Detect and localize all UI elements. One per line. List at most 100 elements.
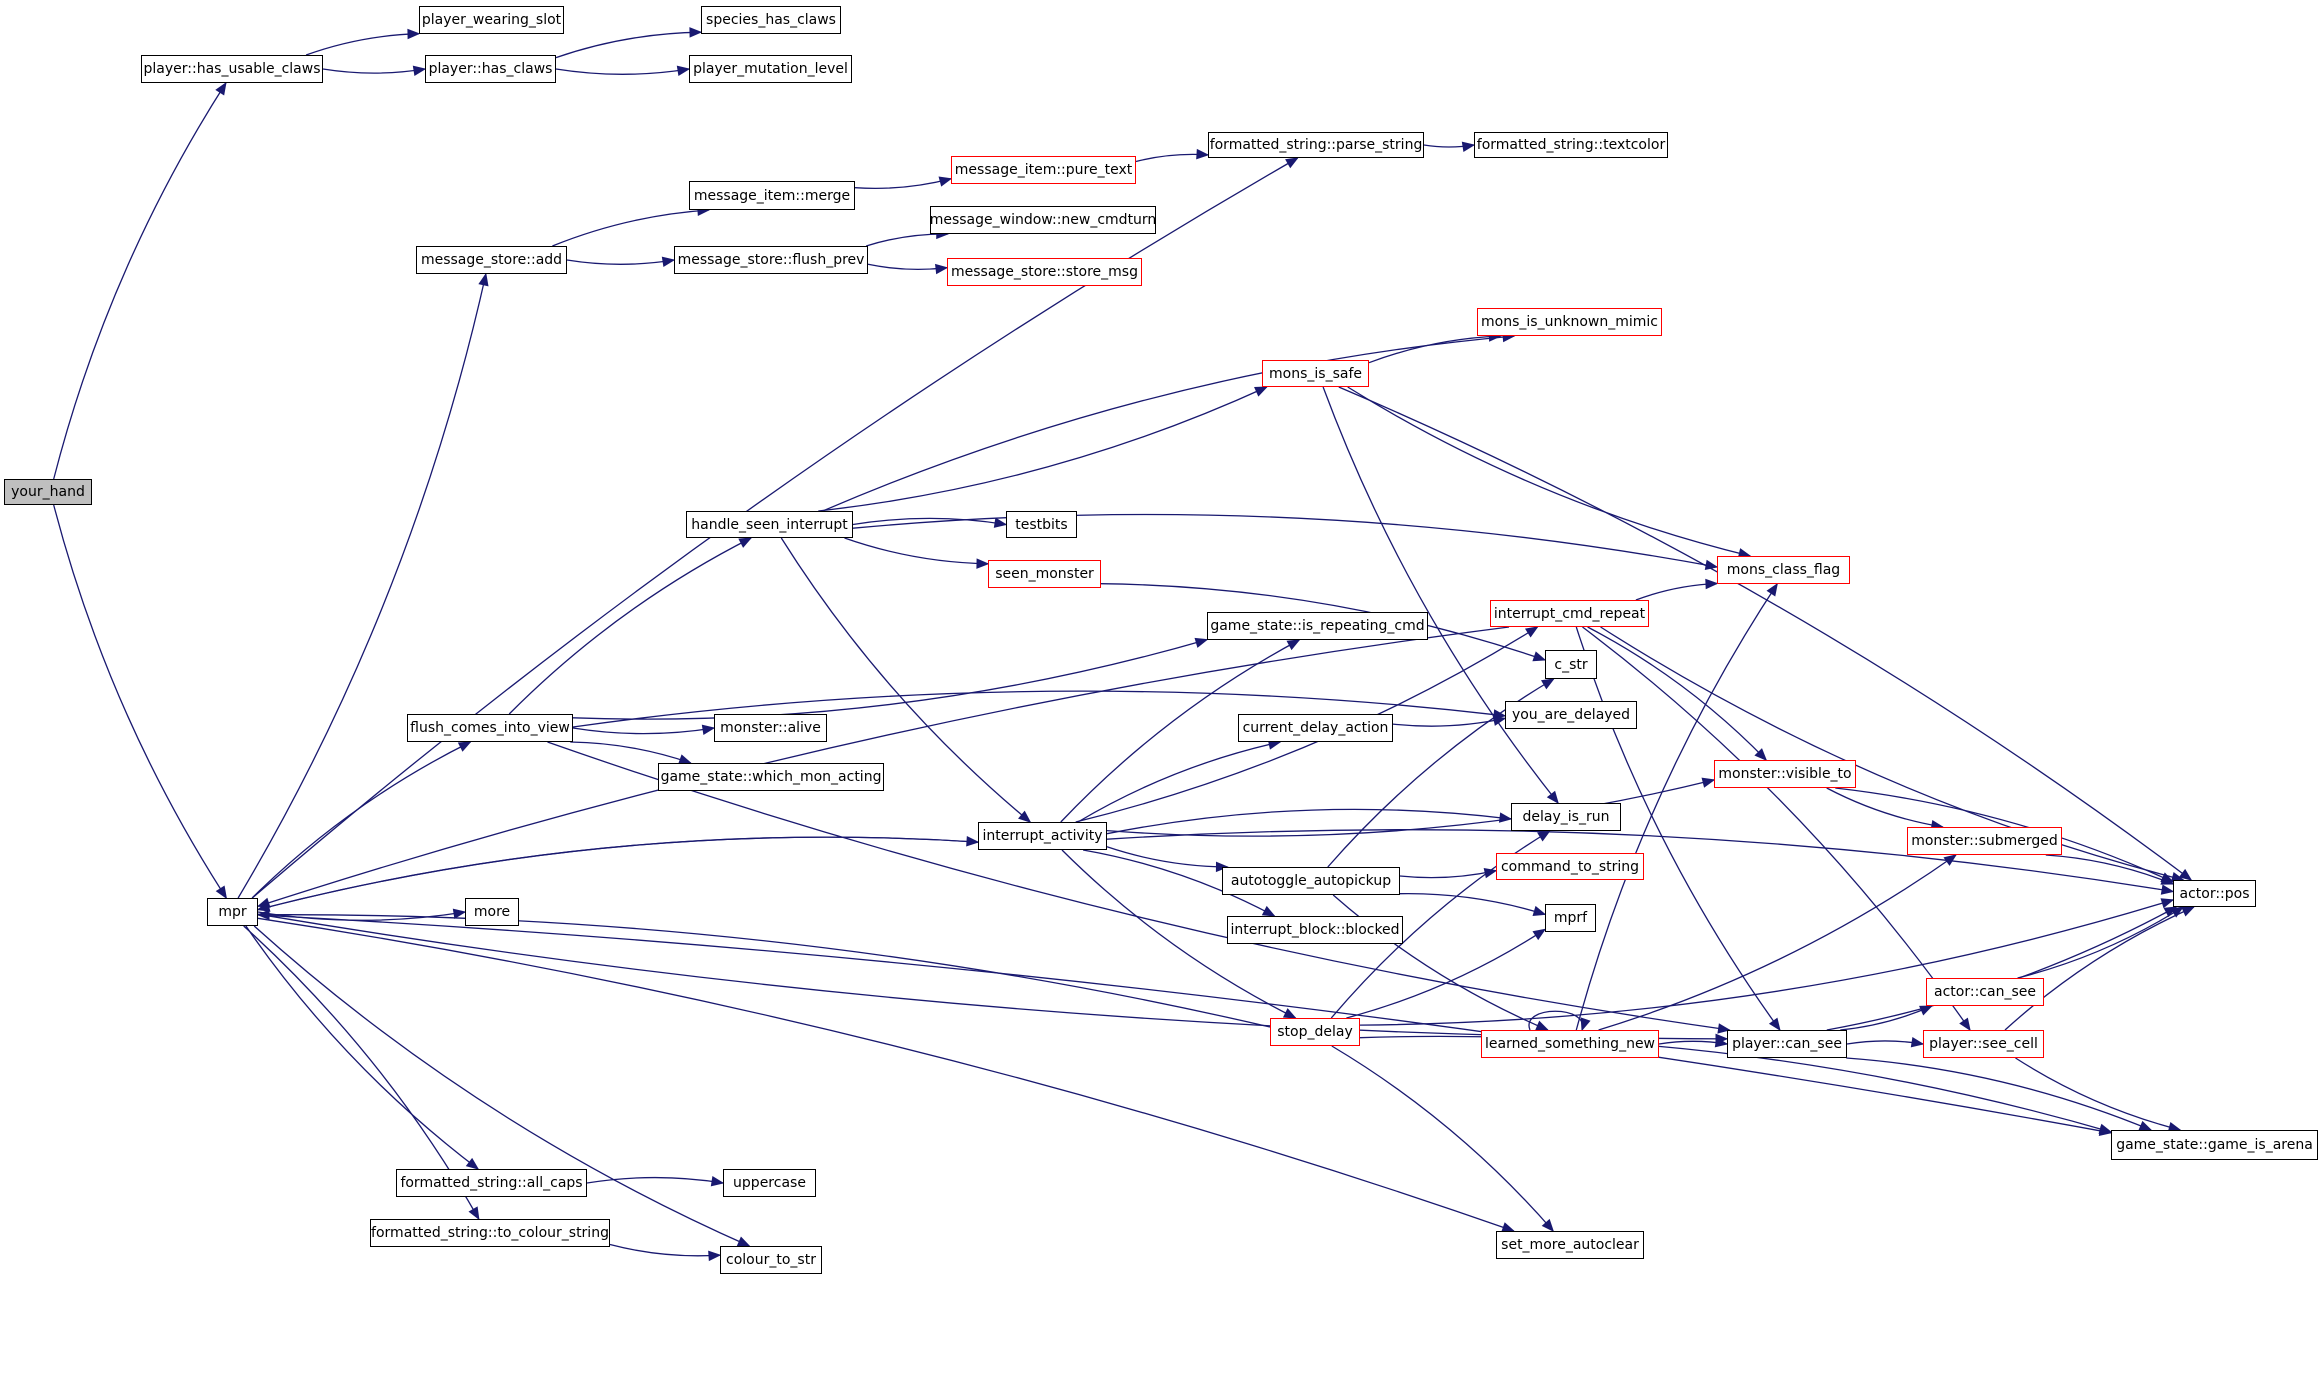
graph-node-flush-prev[interactable]: message_store::flush_prev	[674, 246, 868, 274]
graph-node-store-msg[interactable]: message_store::store_msg	[947, 258, 1142, 286]
node-label: formatted_string::to_colour_string	[371, 1225, 609, 1241]
edge-player-can-see-to-see-cell	[1846, 1036, 1925, 1048]
edge-pure-text-to-parse-string	[1135, 148, 1210, 163]
graph-node-uppercase[interactable]: uppercase	[723, 1169, 816, 1197]
arrowhead-icon	[708, 1250, 722, 1262]
graph-node-c-str[interactable]: c_str	[1545, 650, 1597, 679]
node-label: your_hand	[11, 484, 85, 500]
graph-node-player-mutation-level[interactable]: player_mutation_level	[689, 55, 852, 83]
graph-node-mpr[interactable]: mpr	[207, 898, 258, 926]
graph-node-interrupt-activity[interactable]: interrupt_activity	[978, 822, 1107, 850]
graph-node-learned-something-new[interactable]: learned_something_new	[1481, 1030, 1659, 1058]
edge-flush-prev-to-store-msg	[867, 263, 949, 275]
arrowhead-icon	[256, 901, 271, 912]
graph-node-has-claws[interactable]: player::has_claws	[425, 55, 556, 83]
graph-node-colour-to-str[interactable]: colour_to_str	[720, 1246, 822, 1274]
graph-node-current-delay-action[interactable]: current_delay_action	[1238, 714, 1393, 742]
edge-handle-seen-interrupt-to-mons-is-safe	[818, 386, 1268, 512]
graph-node-to-colour-string[interactable]: formatted_string::to_colour_string	[370, 1219, 610, 1247]
node-label: mons_is_safe	[1269, 365, 1362, 382]
edge-autotoggle-autopickup-to-c-str	[1327, 678, 1555, 868]
arrowhead-icon	[1943, 854, 1957, 866]
arrowhead-icon	[2160, 898, 2175, 909]
graph-node-seen-monster[interactable]: seen_monster	[988, 560, 1101, 588]
graph-node-species-has-claws[interactable]: species_has_claws	[701, 6, 841, 34]
graph-node-store-add[interactable]: message_store::add	[416, 246, 567, 274]
arrowhead-icon	[689, 27, 703, 38]
arrowhead-icon	[1717, 1023, 1731, 1034]
graph-node-handle-seen-interrupt[interactable]: handle_seen_interrupt	[686, 511, 853, 538]
graph-node-merge[interactable]: message_item::merge	[689, 181, 855, 210]
node-label: player::can_see	[1732, 1036, 1842, 1052]
edge-all-caps-to-uppercase	[586, 1175, 725, 1187]
edge-learned-something-new-to-player-can-see	[1658, 1036, 1729, 1048]
graph-node-player-wearing-slot[interactable]: player_wearing_slot	[419, 6, 564, 34]
graph-node-game-is-arena[interactable]: game_state::game_is_arena	[2111, 1130, 2318, 1160]
arrowhead-icon	[1498, 812, 1513, 823]
graph-node-is-repeating-cmd[interactable]: game_state::is_repeating_cmd	[1207, 612, 1428, 640]
edge-flush-comes-into-view-to-player-can-see	[547, 741, 1731, 1034]
node-label: player_mutation_level	[693, 61, 848, 77]
graph-node-more[interactable]: more	[465, 898, 519, 926]
graph-node-visible-to[interactable]: monster::visible_to	[1714, 760, 1856, 788]
graph-node-stop-delay[interactable]: stop_delay	[1270, 1018, 1360, 1046]
graph-node-actor-can-see[interactable]: actor::can_see	[1926, 978, 2044, 1006]
graph-node-which-mon-acting[interactable]: game_state::which_mon_acting	[658, 763, 884, 791]
graph-node-actor-pos[interactable]: actor::pos	[2173, 880, 2256, 907]
arrowhead-icon	[976, 558, 990, 569]
arrowhead-icon	[1483, 867, 1498, 879]
graph-node-pure-text[interactable]: message_item::pure_text	[951, 156, 1136, 184]
graph-node-interrupt-cmd-repeat[interactable]: interrupt_cmd_repeat	[1490, 600, 1649, 627]
arrowhead-icon	[1286, 639, 1301, 651]
arrowhead-icon	[1018, 810, 1032, 823]
graph-node-has-usable-claws[interactable]: player::has_usable_claws	[141, 55, 323, 83]
node-label: monster::alive	[720, 720, 821, 736]
graph-node-parse-string[interactable]: formatted_string::parse_string	[1208, 132, 1424, 158]
graph-node-new-cmdturn[interactable]: message_window::new_cmdturn	[930, 206, 1156, 234]
graph-node-all-caps[interactable]: formatted_string::all_caps	[396, 1169, 587, 1197]
graph-node-see-cell[interactable]: player::see_cell	[1923, 1030, 2044, 1058]
arrowhead-icon	[676, 65, 691, 77]
graph-node-textcolor[interactable]: formatted_string::textcolor	[1474, 132, 1668, 158]
arrowhead-icon	[935, 263, 949, 275]
arrowhead-icon	[701, 724, 716, 736]
graph-node-delay-is-run[interactable]: delay_is_run	[1511, 803, 1621, 831]
graph-node-mons-is-unknown-mimic[interactable]: mons_is_unknown_mimic	[1477, 308, 1662, 336]
graph-node-player-can-see[interactable]: player::can_see	[1727, 1030, 1847, 1058]
arrowhead-icon	[1537, 830, 1551, 842]
node-label: message_item::merge	[693, 187, 851, 204]
edge-interrupt-activity-to-autotoggle-autopickup	[1106, 846, 1229, 873]
node-label: handle_seen_interrupt	[691, 516, 848, 533]
edge-flush-comes-into-view-to-is-repeating-cmd	[572, 637, 1209, 720]
arrowhead-icon	[736, 1236, 751, 1247]
edge-your-hand-to-has-usable-claws	[53, 81, 227, 480]
arrowhead-icon	[1701, 777, 1716, 788]
graph-node-mprf[interactable]: mprf	[1545, 904, 1596, 932]
edge-flush-comes-into-view-to-handle-seen-interrupt	[508, 537, 753, 715]
arrowhead-icon	[1546, 790, 1559, 805]
graph-node-mons-is-safe[interactable]: mons_is_safe	[1262, 360, 1369, 387]
edge-has-usable-claws-to-player-wearing-slot	[305, 28, 421, 56]
graph-node-autotoggle-autopickup[interactable]: autotoggle_autopickup	[1222, 867, 1400, 895]
edge-stop-delay-to-mpr	[256, 909, 1271, 1028]
arrowhead-icon	[1705, 578, 1719, 590]
edge-mpr-to-store-add	[237, 272, 489, 899]
edge-store-add-to-merge	[552, 205, 711, 247]
graph-node-flush-comes-into-view[interactable]: flush_comes_into_view	[407, 714, 573, 742]
graph-node-mons-class-flag[interactable]: mons_class_flag	[1717, 556, 1850, 584]
graph-node-monster-alive[interactable]: monster::alive	[714, 714, 827, 742]
arrowhead-icon	[2178, 868, 2193, 881]
graph-node-submerged[interactable]: monster::submerged	[1907, 827, 2062, 855]
node-label: flush_comes_into_view	[410, 720, 570, 736]
edge-merge-to-pure-text	[854, 176, 953, 190]
edge-mons-is-safe-to-delay-is-run	[1322, 386, 1559, 805]
edge-stop-delay-to-actor-pos	[1359, 898, 2175, 1026]
graph-node-testbits[interactable]: testbits	[1006, 511, 1077, 538]
graph-node-command-to-string[interactable]: command_to_string	[1496, 853, 1644, 880]
arrowhead-icon	[1261, 905, 1276, 917]
arrowhead-icon	[478, 272, 489, 287]
edge-stop-delay-to-delay-is-run	[1330, 830, 1551, 1019]
graph-node-set-more-autoclear[interactable]: set_more_autoclear	[1496, 1231, 1644, 1259]
graph-node-interrupt-block-blocked[interactable]: interrupt_block::blocked	[1227, 916, 1403, 944]
graph-node-you-are-delayed[interactable]: you_are_delayed	[1505, 701, 1637, 729]
